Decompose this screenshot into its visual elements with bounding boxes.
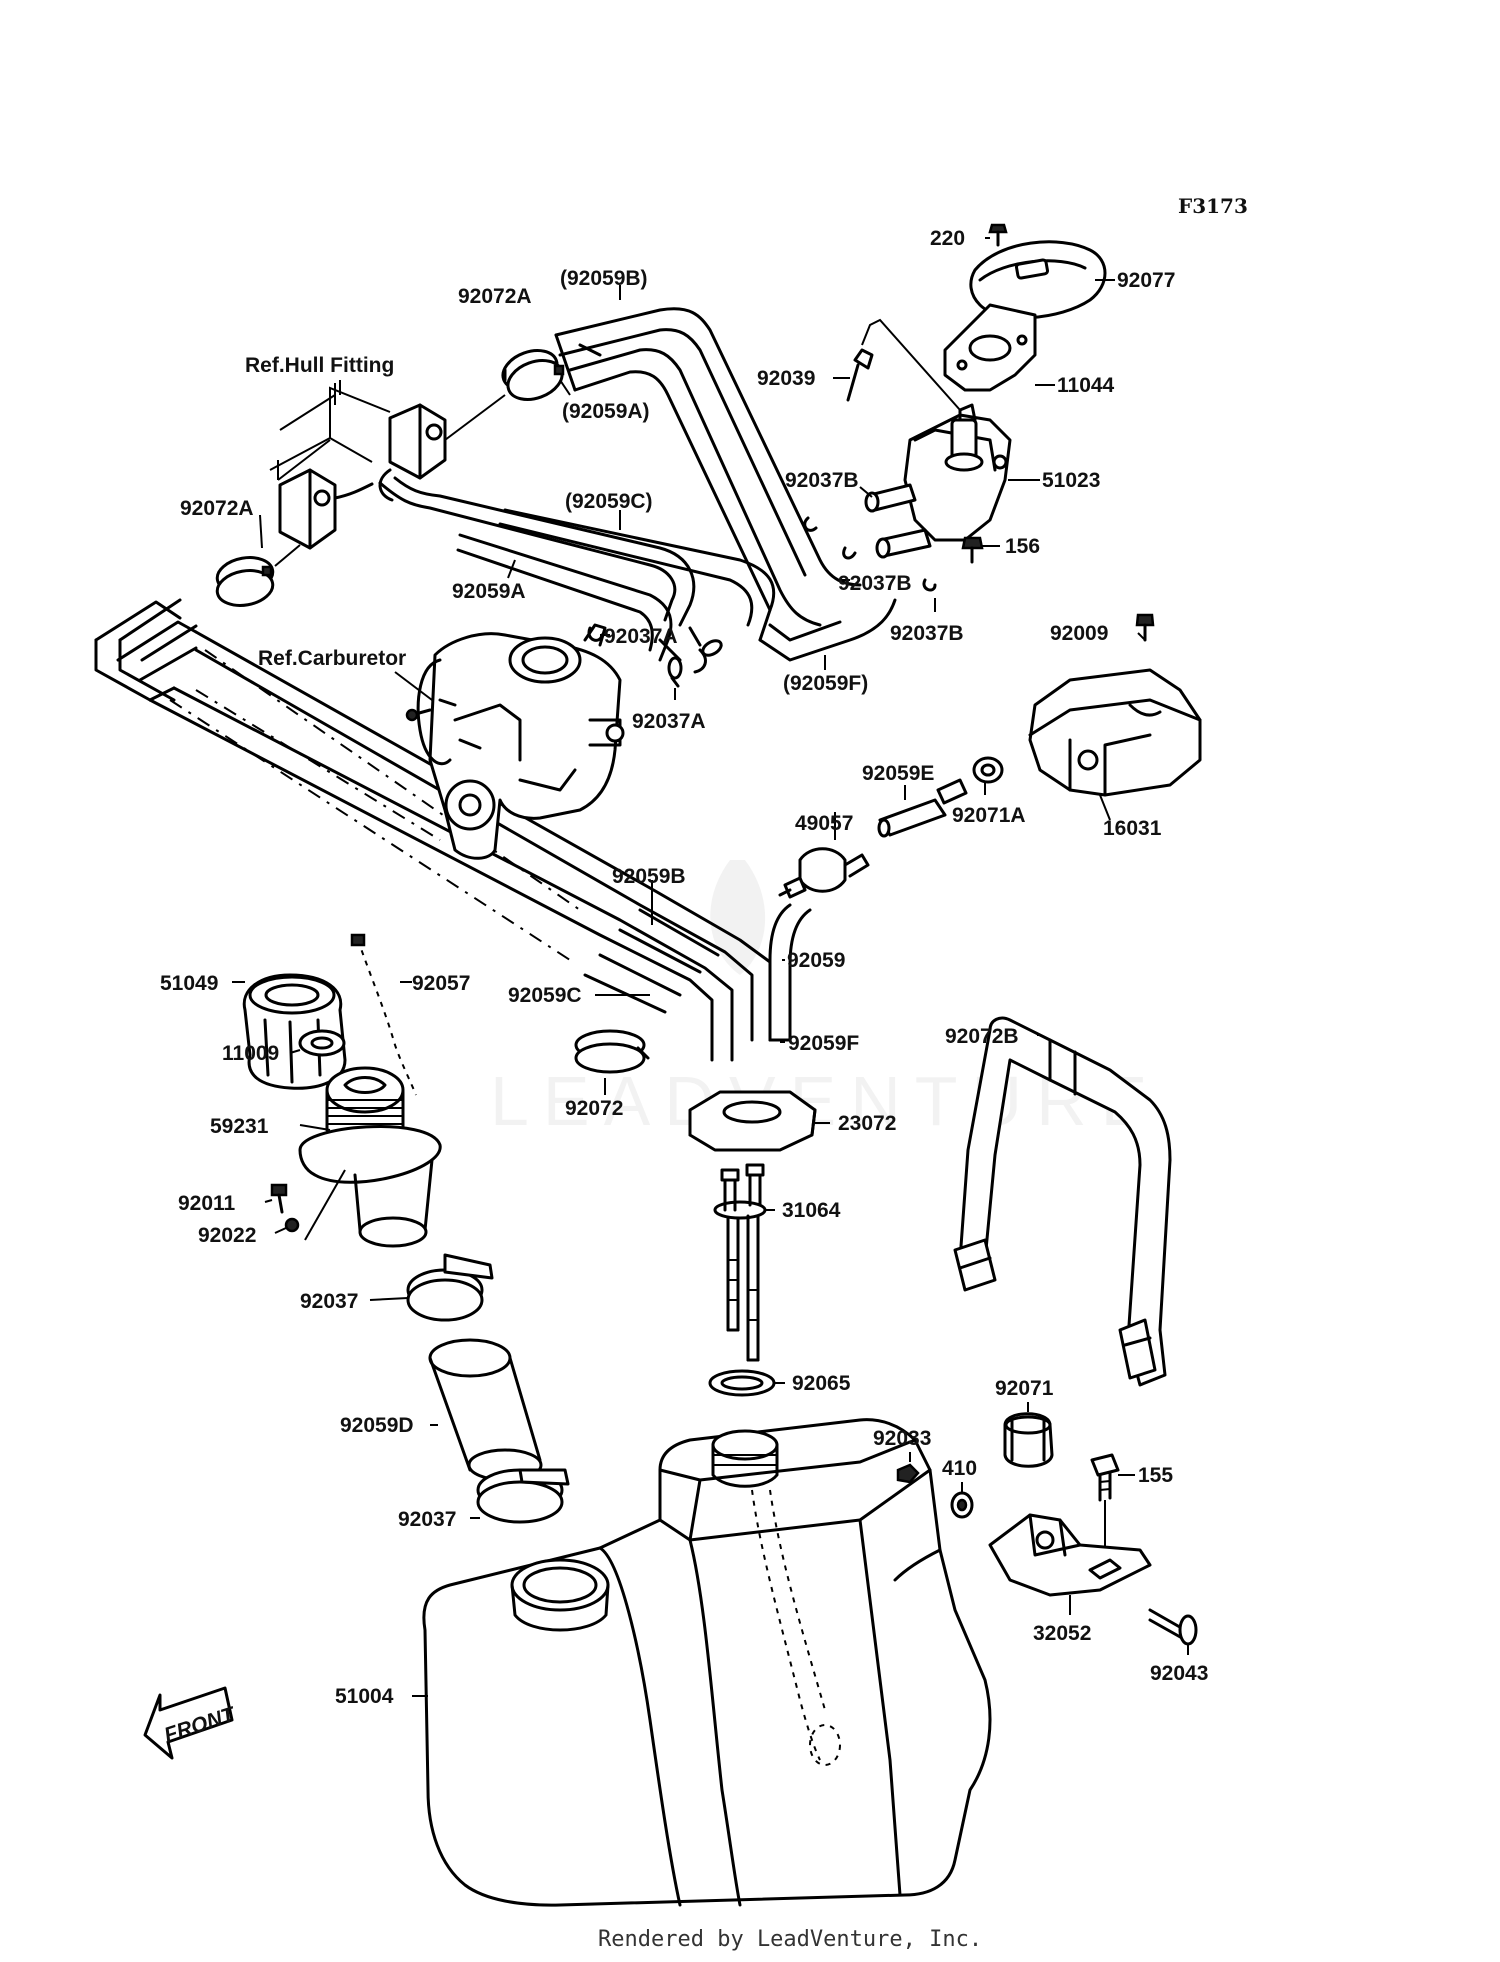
washer-11009 xyxy=(298,1029,346,1057)
label-92071: 92071 xyxy=(995,1377,1054,1400)
clamp-92037-upper xyxy=(406,1253,494,1322)
hose-92059D xyxy=(428,1338,543,1482)
label-410: 410 xyxy=(942,1457,977,1480)
label-92059F: 92059F xyxy=(788,1032,859,1055)
label-155: 155 xyxy=(1138,1464,1173,1487)
label-92037-2: 92037 xyxy=(398,1508,456,1531)
label-92077: 92077 xyxy=(1117,269,1175,292)
bracket-16031 xyxy=(1028,668,1202,821)
label-59231: 59231 xyxy=(210,1115,269,1138)
label-92037-1: 92037 xyxy=(300,1290,358,1313)
strap-92072B xyxy=(953,1016,1172,1387)
carburetor-assembly xyxy=(405,623,625,860)
label-51023: 51023 xyxy=(1042,469,1100,492)
clamp-92072 xyxy=(574,1029,650,1074)
hose-92059A-92059C xyxy=(378,476,776,674)
label-92011: 92011 xyxy=(178,1192,236,1215)
label-92057: 92057 xyxy=(412,972,470,995)
label-49057: 49057 xyxy=(795,812,853,835)
ref-carburetor-leader xyxy=(394,671,433,701)
clamp-92072A-top xyxy=(444,349,565,441)
label-11044: 11044 xyxy=(1057,374,1115,397)
washer-410 xyxy=(950,1491,974,1519)
label-92043: 92043 xyxy=(1150,1662,1208,1685)
label-92071A: 92071A xyxy=(952,804,1026,827)
label-92033: 92033 xyxy=(873,1427,931,1450)
bolt-92043 xyxy=(1148,1608,1198,1646)
plate-11044 xyxy=(943,303,1037,392)
label-92059B: 92059B xyxy=(612,865,686,888)
label-92037B-1: 92037B xyxy=(785,469,859,492)
hose-92059B-92059A-upper xyxy=(554,307,897,662)
leader-lines xyxy=(232,237,1189,1697)
label-32052: 32052 xyxy=(1033,1622,1091,1645)
rivet-92039 xyxy=(846,318,961,411)
label-92059C: 92059C xyxy=(508,984,582,1007)
screw-92011 xyxy=(270,1183,288,1214)
label-31064: 31064 xyxy=(782,1199,841,1222)
label-92037B-3: 92037B xyxy=(890,622,964,645)
washer-92022 xyxy=(284,1217,300,1233)
label-92072A-left: 92072A xyxy=(180,497,254,520)
hull-fitting-parts xyxy=(269,383,447,550)
label-92037B-2: 92037B xyxy=(838,572,912,595)
label-92022: 92022 xyxy=(198,1224,256,1247)
label-92072B: 92072B xyxy=(945,1025,1019,1048)
mount-32052 xyxy=(988,1513,1152,1597)
filler-neck-59231 xyxy=(298,1066,442,1248)
knob-92077 xyxy=(969,240,1107,320)
label-92037A-1: 92037A xyxy=(604,625,678,648)
clamp-92037-lower xyxy=(476,1468,570,1524)
chain-92057 xyxy=(350,933,417,1096)
label-92059A-paren: (92059A) xyxy=(562,400,650,423)
label-11009: 11009 xyxy=(222,1042,279,1065)
hose-92059 xyxy=(768,903,812,1042)
label-51049: 51049 xyxy=(160,972,218,995)
label-92059C-paren: (92059C) xyxy=(565,490,653,513)
tank-51004 xyxy=(422,1418,992,1907)
label-156: 156 xyxy=(1005,535,1040,558)
label-92009: 92009 xyxy=(1050,622,1108,645)
nut-92033 xyxy=(896,1463,920,1484)
label-16031: 16031 xyxy=(1103,817,1162,840)
label-92072: 92072 xyxy=(565,1097,623,1120)
clip-92037A-set xyxy=(587,626,683,688)
label-51004: 51004 xyxy=(335,1685,394,1708)
ref-hull-fitting: Ref.Hull Fitting xyxy=(245,354,394,377)
bolt-155 xyxy=(1090,1453,1120,1565)
screw-156 xyxy=(961,536,984,564)
part-labels: 220 92077 (92059B) 92072A 92039 11044 (9… xyxy=(160,227,1208,1708)
clip-92037B-set xyxy=(803,516,937,592)
filter-49057 xyxy=(778,847,870,899)
front-direction-arrow: FRONT xyxy=(143,1686,239,1760)
label-23072: 23072 xyxy=(838,1112,896,1135)
pickup-31064 xyxy=(713,1163,767,1362)
label-92059D: 92059D xyxy=(340,1414,414,1437)
screw-220 xyxy=(988,223,1008,247)
clamp-92072A-left xyxy=(215,544,301,607)
label-92059E: 92059E xyxy=(862,762,934,785)
ref-hull-fitting-leader xyxy=(279,380,341,431)
hose-92059E xyxy=(877,778,968,838)
label-92065: 92065 xyxy=(792,1372,851,1395)
figure-code: F3173 xyxy=(1178,194,1248,218)
o-ring-92065 xyxy=(708,1369,776,1397)
label-92059A: 92059A xyxy=(452,580,526,603)
grommet-92071A xyxy=(972,756,1004,784)
label-220: 220 xyxy=(930,227,965,250)
ref-carburetor: Ref.Carburetor xyxy=(258,647,406,670)
label-92059F-paren: (92059F) xyxy=(783,672,868,695)
nut-23072 xyxy=(688,1090,817,1152)
label-92037A-2: 92037A xyxy=(632,710,706,733)
cap-51049 xyxy=(242,973,347,1090)
label-92039: 92039 xyxy=(757,367,815,390)
label-92059: 92059 xyxy=(787,949,845,972)
fuel-cock-51023 xyxy=(864,403,1012,559)
label-92072A-top: 92072A xyxy=(458,285,532,308)
screw-92009 xyxy=(1135,613,1155,642)
label-92059B-paren: (92059B) xyxy=(560,267,648,290)
grommet-92071 xyxy=(1003,1412,1054,1468)
credit-text: Rendered by LeadVenture, Inc. xyxy=(598,1927,982,1952)
